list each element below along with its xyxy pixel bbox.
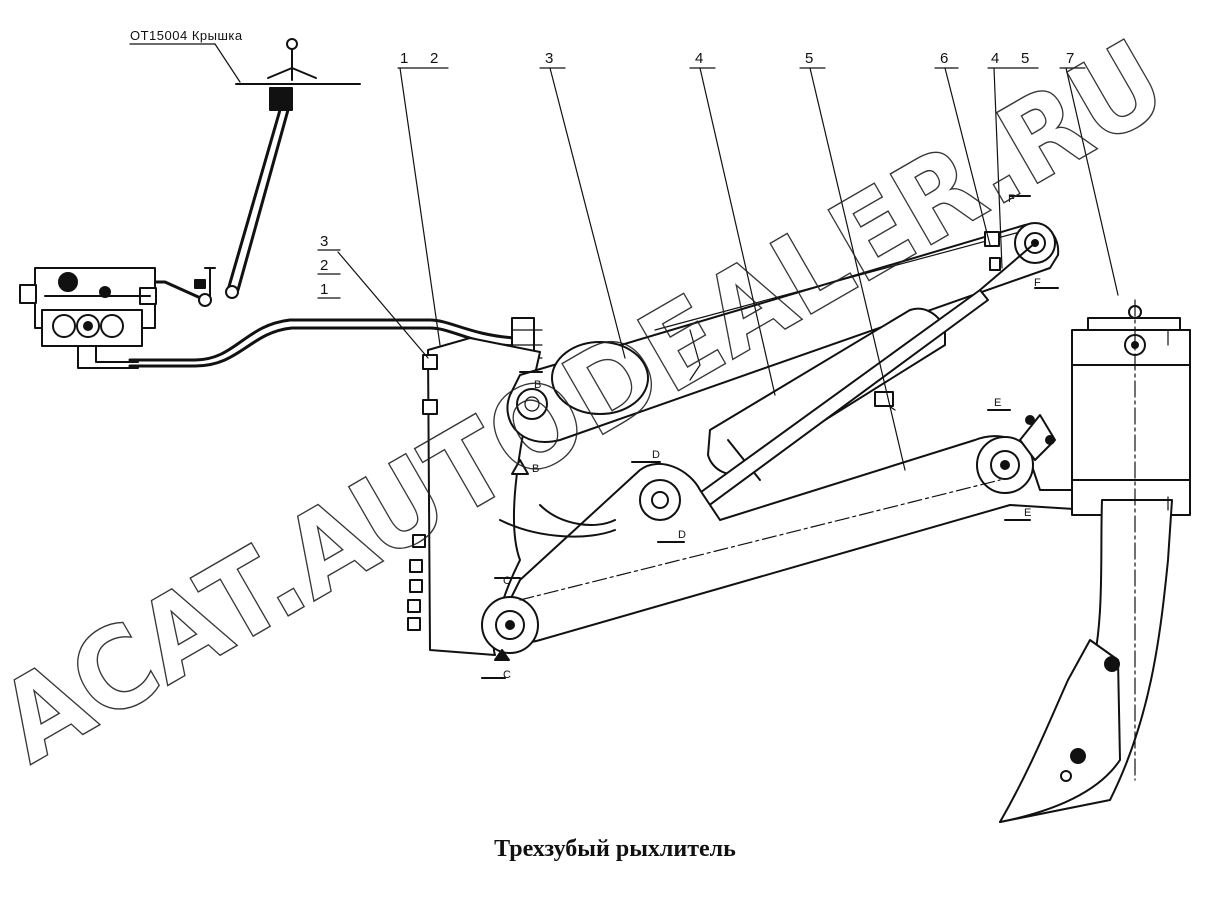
ripper-shank	[999, 299, 1191, 823]
section-c-lower: C	[503, 669, 511, 681]
section-e-lower: E	[1024, 507, 1031, 519]
section-d-lower: D	[678, 529, 686, 541]
drawing-caption: Трехзубый рыхлитель	[494, 836, 736, 862]
control-linkage	[128, 38, 361, 307]
hose-callout-2: 2	[320, 257, 328, 274]
hose-callout-1: 1	[320, 281, 328, 298]
lower-arm	[481, 414, 1091, 654]
callout-4b: 4	[991, 50, 999, 67]
section-d-upper: D	[652, 449, 660, 461]
control-valve	[19, 267, 157, 369]
callout-1: 1	[400, 50, 408, 67]
hose-callout-3: 3	[320, 233, 328, 250]
section-f-lower: F	[1034, 277, 1041, 289]
section-b-lower: B	[532, 463, 539, 475]
callout-3: 3	[545, 50, 553, 67]
section-f-upper: F	[1008, 193, 1015, 205]
callout-4: 4	[695, 50, 703, 67]
section-marks	[481, 195, 1059, 679]
section-b-upper: B	[534, 379, 541, 391]
callout-leaders	[317, 67, 1119, 471]
upper-arm	[506, 222, 1060, 443]
section-e-upper: E	[994, 397, 1001, 409]
callout-5b: 5	[1021, 50, 1029, 67]
section-c-upper: C	[503, 575, 511, 587]
watermark: ACAT.AUTODEALER.RU	[0, 16, 1187, 789]
cover-note: OT15004 Крышка	[130, 28, 243, 43]
callout-5: 5	[805, 50, 813, 67]
hydraulic-cylinder	[689, 242, 1036, 513]
callout-6: 6	[940, 50, 948, 67]
callout-2: 2	[430, 50, 438, 67]
callout-7: 7	[1066, 50, 1074, 67]
